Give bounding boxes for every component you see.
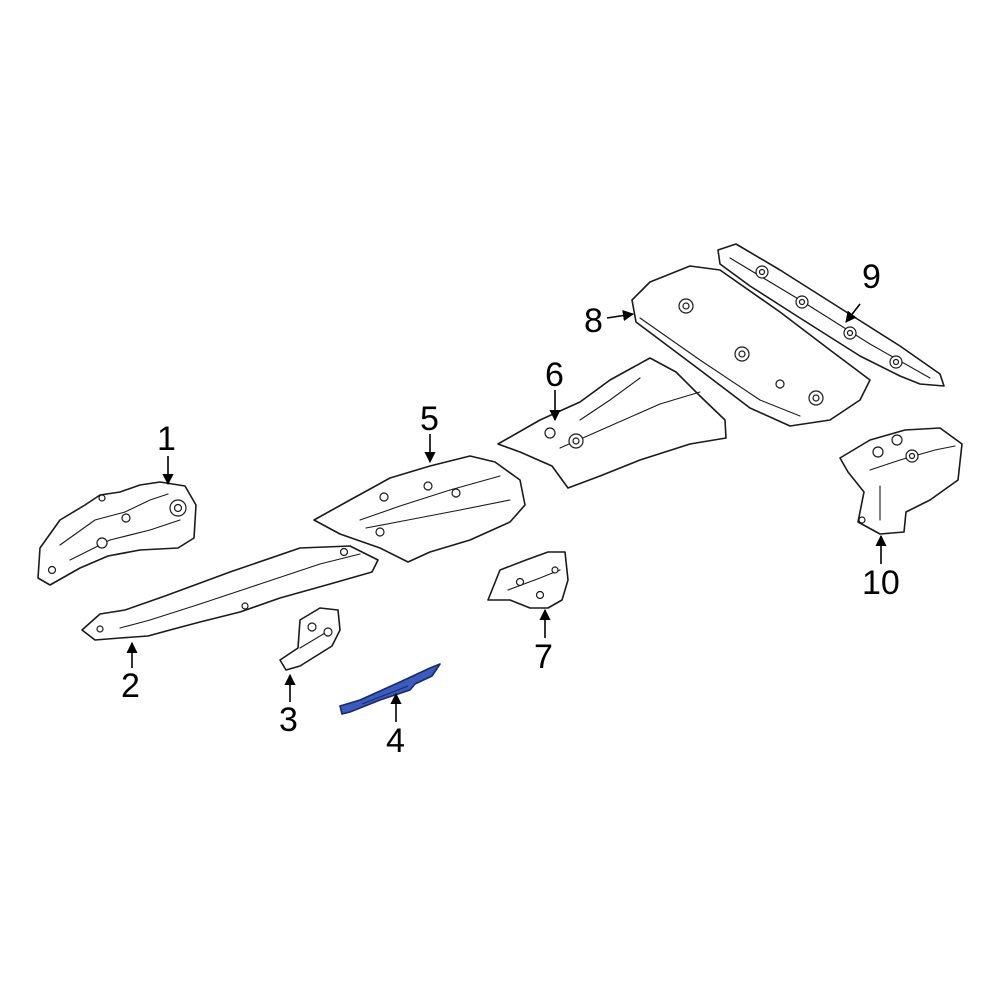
- callout-6[interactable]: 6: [545, 356, 564, 394]
- part-5-heat-shield[interactable]: [313, 455, 526, 563]
- part-4-bracket-highlighted[interactable]: [339, 663, 441, 715]
- callout-1[interactable]: 1: [157, 420, 176, 458]
- part-3-bracket[interactable]: [279, 607, 341, 671]
- callout-10[interactable]: 10: [862, 564, 900, 602]
- callout-2[interactable]: 2: [121, 667, 140, 705]
- part-9-heat-shield[interactable]: [717, 243, 945, 387]
- part-8-heat-shield[interactable]: [631, 265, 871, 427]
- callout-4[interactable]: 4: [386, 722, 405, 760]
- callout-5[interactable]: 5: [420, 400, 439, 438]
- part-10-heat-shield[interactable]: [839, 427, 963, 535]
- callout-8[interactable]: 8: [584, 302, 603, 340]
- leader-8: [606, 309, 635, 322]
- part-7-bracket[interactable]: [487, 551, 569, 609]
- callout-3[interactable]: 3: [279, 701, 298, 739]
- part-2-tunnel-shield[interactable]: [81, 545, 379, 641]
- leader-9: [845, 303, 861, 323]
- part-6-heat-shield[interactable]: [497, 357, 727, 489]
- part-1-heat-shield[interactable]: [37, 481, 197, 586]
- callout-7[interactable]: 7: [534, 638, 553, 676]
- callout-9[interactable]: 9: [862, 258, 881, 296]
